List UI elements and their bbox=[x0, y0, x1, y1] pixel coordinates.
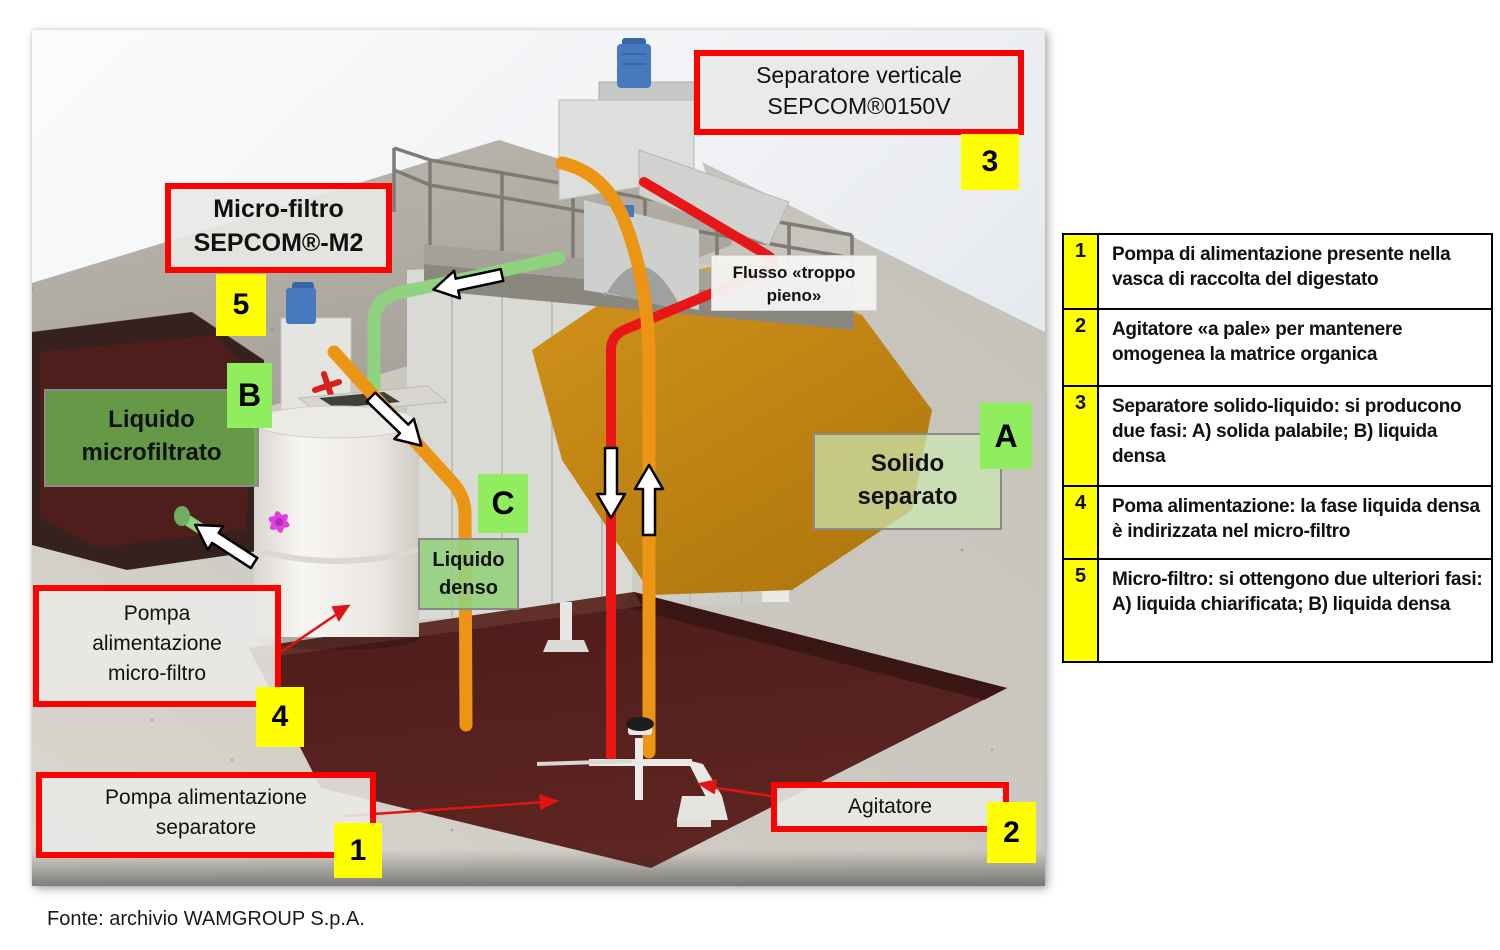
label-flusso-troppo-pieno: Flusso «troppo pieno» bbox=[711, 255, 877, 311]
legend-row: 5 Micro-filtro: si ottengono due ulterio… bbox=[1064, 560, 1491, 661]
green-filtrate-pipe bbox=[367, 251, 566, 409]
legend-table: 1 Pompa di alimentazione presente nella … bbox=[1062, 233, 1493, 663]
label-liquido-denso: Liquido denso bbox=[418, 538, 519, 610]
legend-row-number: 1 bbox=[1064, 235, 1099, 308]
legend-row: 2 Agitatore «a pale» per mantenere omoge… bbox=[1064, 310, 1491, 387]
legend-row-number: 2 bbox=[1064, 310, 1099, 385]
arrow-green-pipe bbox=[432, 267, 505, 300]
arrow-orange-dense bbox=[365, 391, 423, 447]
legend-row: 1 Pompa di alimentazione presente nella … bbox=[1064, 235, 1491, 310]
badge-C: C bbox=[478, 474, 528, 533]
legend-row-text: Micro-filtro: si ottengono due ulteriori… bbox=[1112, 569, 1483, 615]
badge-B: B bbox=[227, 363, 272, 428]
label-pompa-micro-filtro: Pompa alimentazione micro-filtro bbox=[33, 585, 281, 707]
red-valve bbox=[312, 371, 342, 401]
badge-5: 5 bbox=[216, 274, 266, 336]
badge-4: 4 bbox=[256, 687, 304, 747]
label-solido-separato: Solido separato bbox=[813, 433, 1002, 530]
badge-3: 3 bbox=[961, 134, 1019, 190]
diagram-canvas: Separatore verticale SEPCOM®0150V Micro-… bbox=[32, 30, 1045, 886]
orange-feed-pipe bbox=[555, 156, 656, 759]
legend-row: 4 Poma alimentazione: la fase liquida de… bbox=[1064, 487, 1491, 560]
badge-1: 1 bbox=[334, 823, 382, 878]
arrow-green-discharge bbox=[194, 523, 259, 570]
label-separatore-verticale: Separatore verticale SEPCOM®0150V bbox=[694, 50, 1024, 135]
legend-row-text: Pompa di alimentazione presente nella va… bbox=[1112, 244, 1451, 290]
legend-row-number: 3 bbox=[1064, 387, 1099, 485]
legend-row: 3 Separatore solido-liquido: si producon… bbox=[1064, 387, 1491, 487]
green-pipe-outlet bbox=[174, 506, 190, 526]
label-micro-filtro: Micro-filtro SEPCOM®-M2 bbox=[165, 183, 392, 273]
orange-dense-liquid-pipe bbox=[327, 345, 473, 732]
source-note: Fonte: archivio WAMGROUP S.p.A. bbox=[47, 908, 365, 930]
label-agitatore: Agitatore bbox=[771, 782, 1009, 832]
legend-row-number: 4 bbox=[1064, 487, 1099, 558]
arrow-orange-up bbox=[633, 463, 665, 537]
pedestal bbox=[543, 602, 589, 652]
agitator-equipment bbox=[536, 717, 728, 827]
legend-row-number: 5 bbox=[1064, 560, 1099, 661]
badge-2: 2 bbox=[987, 802, 1036, 863]
legend-row-text: Poma alimentazione: la fase liquida dens… bbox=[1112, 496, 1480, 542]
flow-arrows bbox=[194, 267, 665, 570]
badge-A: A bbox=[980, 403, 1032, 469]
arrow-red-down bbox=[595, 446, 627, 520]
legend-row-text: Separatore solido-liquido: si producono … bbox=[1112, 396, 1462, 467]
annotation-arrows bbox=[280, 604, 772, 818]
label-liquido-microfiltrato: Liquido microfiltrato bbox=[44, 389, 259, 487]
legend-row-text: Agitatore «a pale» per mantenere omogene… bbox=[1112, 319, 1403, 365]
label-pompa-separatore: Pompa alimentazione separatore bbox=[36, 772, 376, 858]
magenta-propeller bbox=[268, 511, 290, 533]
